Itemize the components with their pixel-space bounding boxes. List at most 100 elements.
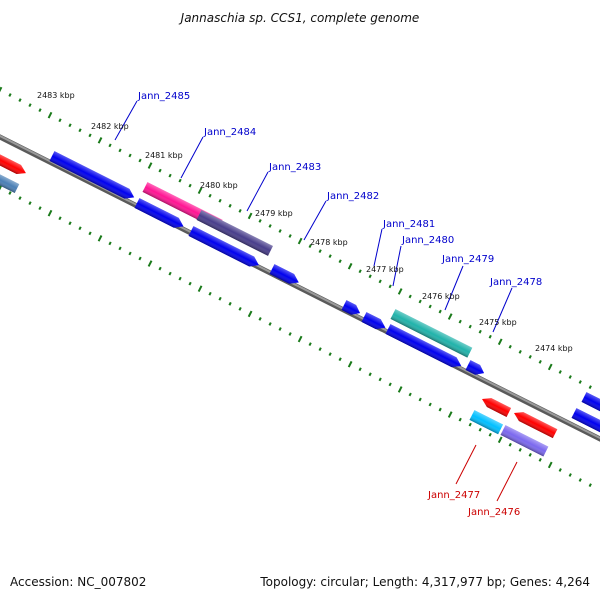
gene-label-jann-2476[interactable]: Jann_2476 [467, 507, 520, 518]
minor-tick [458, 417, 462, 422]
gene-feature[interactable] [469, 410, 504, 435]
major-tick [397, 288, 403, 295]
major-tick [497, 436, 503, 444]
minor-tick [208, 193, 212, 198]
minor-tick [428, 304, 432, 309]
major-tick [547, 363, 553, 371]
label-leader-line [114, 100, 138, 141]
gene-label-jann-2478[interactable]: Jann_2478 [489, 277, 542, 288]
minor-tick [168, 271, 172, 276]
major-tick [197, 187, 203, 195]
gene-label-jann-2477[interactable]: Jann_2477 [427, 490, 480, 501]
minor-tick [158, 168, 162, 173]
minor-tick [178, 276, 182, 281]
minor-tick [328, 352, 332, 357]
map-title: Jannaschia sp. CCS1, complete genome [179, 11, 420, 25]
label-leader-line [246, 171, 269, 212]
minor-tick [318, 249, 322, 254]
gene-feature[interactable] [0, 171, 20, 194]
major-tick [197, 285, 203, 293]
major-tick [147, 260, 153, 267]
gene-label-jann-2482[interactable]: Jann_2482 [326, 191, 379, 202]
kbp-label: 2475 kbp [479, 318, 517, 327]
gene-feature[interactable] [269, 264, 302, 287]
gene-feature[interactable] [361, 312, 388, 333]
gene-feature[interactable] [571, 408, 600, 436]
minor-tick [568, 473, 572, 477]
gene-label-jann-2483[interactable]: Jann_2483 [268, 162, 321, 173]
gene-feature[interactable] [385, 324, 464, 371]
gene-label-jann-2481[interactable]: Jann_2481 [382, 219, 435, 230]
minor-tick [218, 198, 222, 203]
minor-tick [268, 224, 272, 228]
minor-tick [508, 442, 512, 447]
gene-feature[interactable] [500, 425, 549, 457]
major-tick [397, 386, 403, 393]
gene-feature[interactable] [49, 151, 137, 202]
major-tick [97, 137, 103, 144]
gene-labels: Jann_2485 Jann_2484 Jann_2483 Jann_2482 … [137, 91, 542, 518]
genome-summary-text: Topology: circular; Length: 4,317,977 bp… [259, 575, 590, 589]
minor-tick [258, 317, 262, 321]
gene-feature[interactable] [480, 395, 512, 417]
minor-tick [78, 128, 82, 133]
gene-feature[interactable] [581, 392, 600, 415]
gene-feature[interactable] [188, 226, 262, 270]
minor-tick [518, 349, 522, 354]
minor-tick [168, 173, 172, 178]
gene-feature[interactable] [0, 151, 28, 178]
minor-tick [318, 347, 322, 352]
minor-tick [8, 93, 12, 97]
minor-tick [408, 294, 412, 299]
kbp-label: 2480 kbp [200, 181, 238, 190]
minor-tick [338, 357, 342, 362]
minor-tick [308, 244, 312, 248]
gene-label-jann-2484[interactable]: Jann_2484 [203, 127, 256, 138]
label-leader-line [373, 228, 383, 267]
major-tick [247, 212, 253, 220]
minor-tick [208, 291, 212, 296]
minor-tick [68, 221, 72, 226]
label-leader-line [496, 461, 518, 502]
minor-tick [588, 385, 592, 389]
label-leader-line [455, 444, 477, 485]
minor-tick [418, 397, 422, 402]
gene-feature[interactable] [512, 409, 558, 439]
minor-tick [558, 370, 562, 374]
gene-label-jann-2480[interactable]: Jann_2480 [401, 235, 454, 246]
gene-label-jann-2485[interactable]: Jann_2485 [137, 91, 190, 102]
minor-tick [438, 407, 442, 412]
minor-tick [478, 427, 482, 432]
kbp-label: 2481 kbp [145, 151, 183, 160]
major-tick [47, 209, 53, 217]
major-tick [297, 335, 303, 343]
minor-tick [488, 432, 492, 437]
minor-tick [478, 329, 482, 334]
gene-feature[interactable] [134, 198, 186, 231]
minor-tick [58, 118, 62, 123]
gene-feature[interactable] [341, 300, 363, 318]
minor-tick [438, 309, 442, 314]
major-tick [247, 310, 253, 318]
kbp-label: 2477 kbp [366, 265, 404, 274]
minor-tick [138, 158, 142, 163]
gene-label-jann-2479[interactable]: Jann_2479 [441, 254, 494, 265]
minor-tick [388, 382, 392, 387]
kbp-label: 2478 kbp [310, 238, 348, 247]
minor-tick [308, 342, 312, 346]
genome-backbone [0, 134, 600, 442]
minor-tick [58, 216, 62, 221]
minor-tick [278, 229, 282, 233]
gene-feature[interactable] [196, 210, 273, 256]
major-tick [547, 461, 553, 469]
gene-feature[interactable] [390, 309, 473, 358]
gene-feature[interactable] [465, 360, 487, 378]
minor-tick [488, 334, 492, 339]
gene-features [0, 151, 600, 457]
minor-tick [128, 251, 132, 256]
minor-tick [258, 219, 262, 223]
minor-tick [68, 123, 72, 128]
minor-tick [278, 327, 282, 331]
minor-tick [78, 226, 82, 231]
